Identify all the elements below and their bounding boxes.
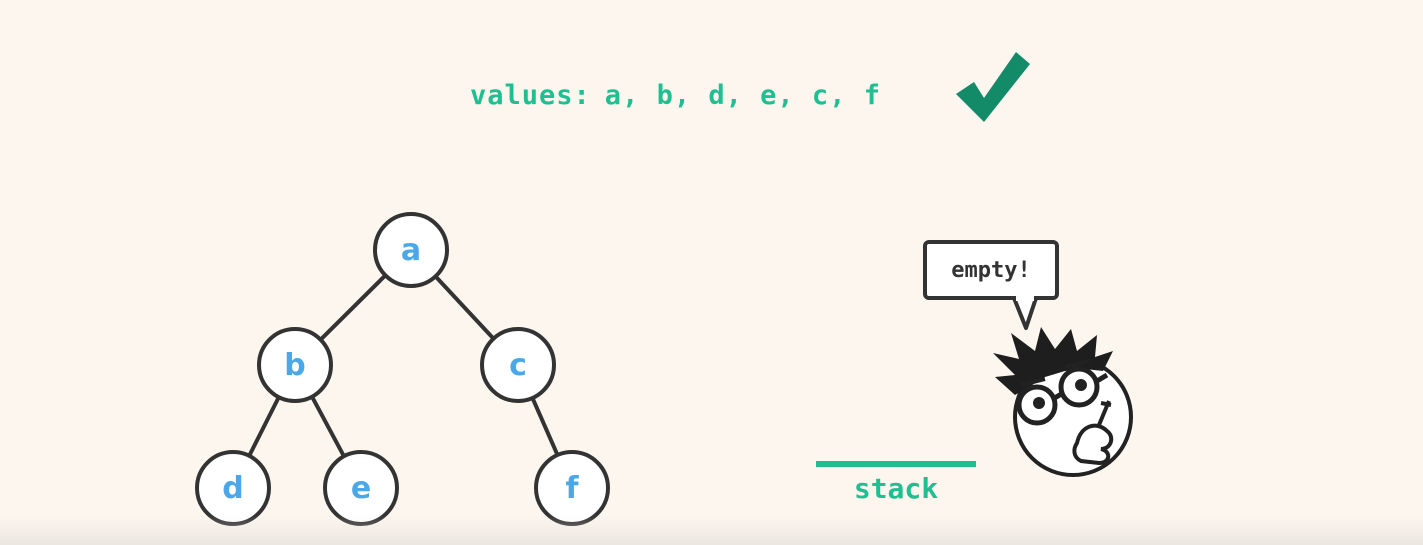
tree-edge-a-b [319, 273, 387, 342]
tree-edge-a-c [434, 274, 495, 341]
tree-edge-b-d [247, 396, 281, 457]
thinking-character-icon [993, 327, 1133, 477]
checkmark-icon [956, 52, 1030, 122]
bottom-shadow [0, 515, 1423, 545]
tree-node-label: c [509, 348, 527, 383]
stack-base-line [816, 461, 976, 467]
value-separator: , [725, 80, 761, 111]
tree-node-c: c [480, 327, 556, 403]
value-item: b [656, 80, 674, 111]
tree-node-label: b [284, 348, 305, 383]
values-label: values: [470, 80, 591, 111]
tree-node-b: b [257, 327, 333, 403]
values-list: a, b, d, e, c, f [605, 80, 881, 111]
tree-node-label: a [401, 233, 421, 268]
stack-label: stack [853, 472, 939, 505]
tree-node-circle [373, 212, 449, 288]
value-item: a [604, 80, 623, 111]
values-line: values: a, b, d, e, c, f [470, 80, 881, 111]
tree-node-e: e [323, 450, 399, 526]
value-separator: , [673, 80, 709, 111]
speech-bubble-tail [1012, 296, 1038, 330]
value-separator: , [777, 80, 812, 111]
tree-node-d: d [195, 450, 271, 526]
tree-node-label: d [222, 471, 243, 506]
tree-edge-b-e [310, 395, 346, 458]
speech-bubble: empty! [923, 240, 1059, 300]
value-item: f [863, 80, 881, 111]
tree-node-circle [480, 327, 556, 403]
speech-text: empty! [951, 257, 1031, 283]
tree-node-label: e [351, 471, 371, 506]
value-item: e [760, 80, 778, 111]
value-separator: , [829, 80, 864, 111]
tree-edge-c-f [530, 397, 560, 456]
tree-node-circle [257, 327, 333, 403]
tree-node-a: a [373, 212, 449, 288]
tree-node-label: f [565, 471, 579, 506]
value-item: c [811, 80, 830, 111]
tree-node-f: f [534, 450, 610, 526]
value-item: d [708, 80, 726, 111]
value-separator: , [622, 80, 657, 111]
